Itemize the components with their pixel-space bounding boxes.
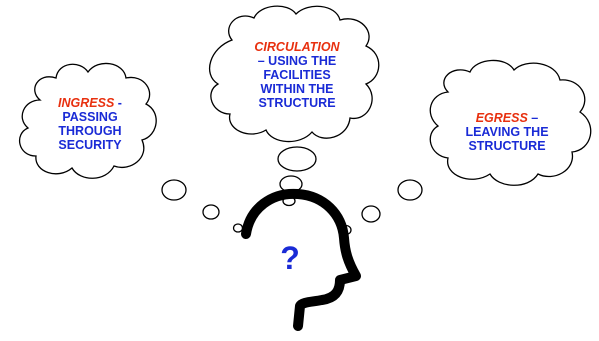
circulation-cloud <box>208 5 380 143</box>
ingress-keyword: INGRESS <box>58 96 115 110</box>
ingress-cloud <box>18 62 157 179</box>
ingress-suffix: - <box>114 96 122 110</box>
circulation-line-2: FACILITIES <box>263 68 331 82</box>
ingress-bubble-small <box>232 223 244 233</box>
circulation-keyword: CIRCULATION <box>254 40 340 54</box>
circulation-line-1: – USING THE <box>257 54 337 68</box>
question-mark: ? <box>280 240 300 276</box>
circulation-line-4: STRUCTURE <box>258 96 336 110</box>
egress-label: EGRESS – LEAVING THE STRUCTURE <box>450 111 564 153</box>
ingress-line-1: PASSING <box>62 110 118 124</box>
egress-line-2: STRUCTURE <box>468 139 546 153</box>
ingress-line-3: SECURITY <box>58 138 122 152</box>
ingress-line-2: THROUGH <box>58 124 122 138</box>
circulation-line-3: WITHIN THE <box>260 82 334 96</box>
egress-bubble-medium <box>361 205 381 223</box>
egress-bubble-large <box>397 179 423 201</box>
ingress-label: INGRESS - PASSING THROUGH SECURITY <box>40 96 140 152</box>
egress-keyword: EGRESS <box>475 111 528 125</box>
egress-line-1: LEAVING THE <box>465 125 549 139</box>
circulation-bubble-large <box>277 146 317 172</box>
head-profile <box>241 188 361 331</box>
egress-suffix: – <box>527 111 539 125</box>
egress-cloud <box>429 59 592 186</box>
circulation-label: CIRCULATION – USING THE FACILITIES WITHI… <box>232 40 362 110</box>
ingress-bubble-large <box>161 179 187 201</box>
ingress-bubble-medium <box>202 204 220 220</box>
